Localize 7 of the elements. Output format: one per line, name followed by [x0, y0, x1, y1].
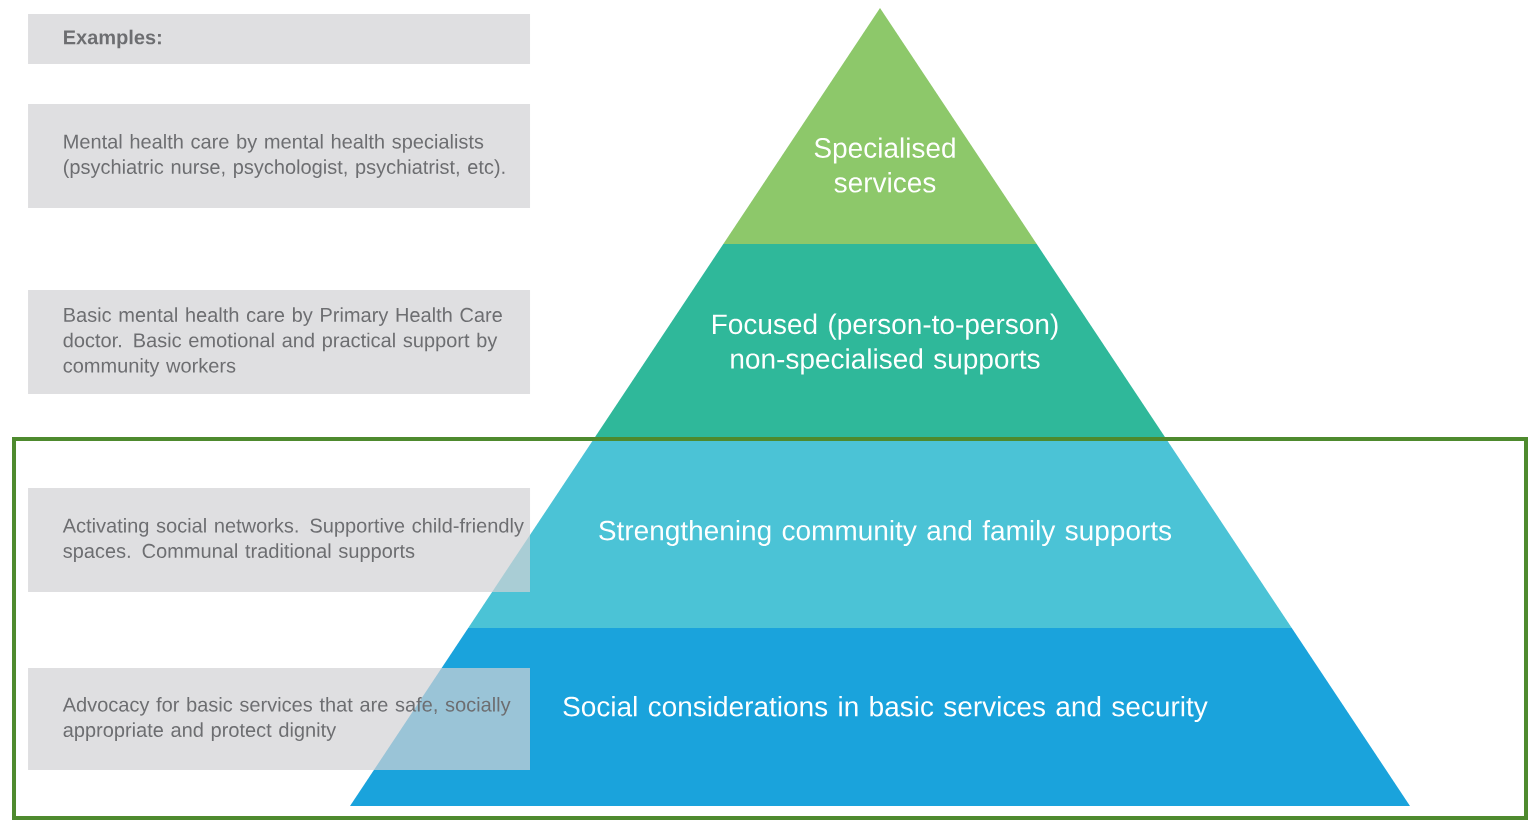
example-box: Activating social networks. Supportive child-friendly spaces. Communal traditional supports	[28, 488, 530, 592]
example-box: Basic mental health care by Primary Health Care doctor. Basic emotional and practical support by community workers	[28, 290, 530, 394]
pyramid-band: Focused (person-to-person) non-specialised supports	[594, 244, 1166, 438]
example-box: Advocacy for basic services that are safe, socially appropriate and protect dignity	[28, 668, 530, 770]
example-box: Mental health care by mental health specialists (psychiatric nurse, psychologist, psychiatrist, etc).	[28, 104, 530, 208]
example-box: Examples:	[28, 14, 530, 64]
pyramid-band: Specialised services	[723, 8, 1037, 244]
